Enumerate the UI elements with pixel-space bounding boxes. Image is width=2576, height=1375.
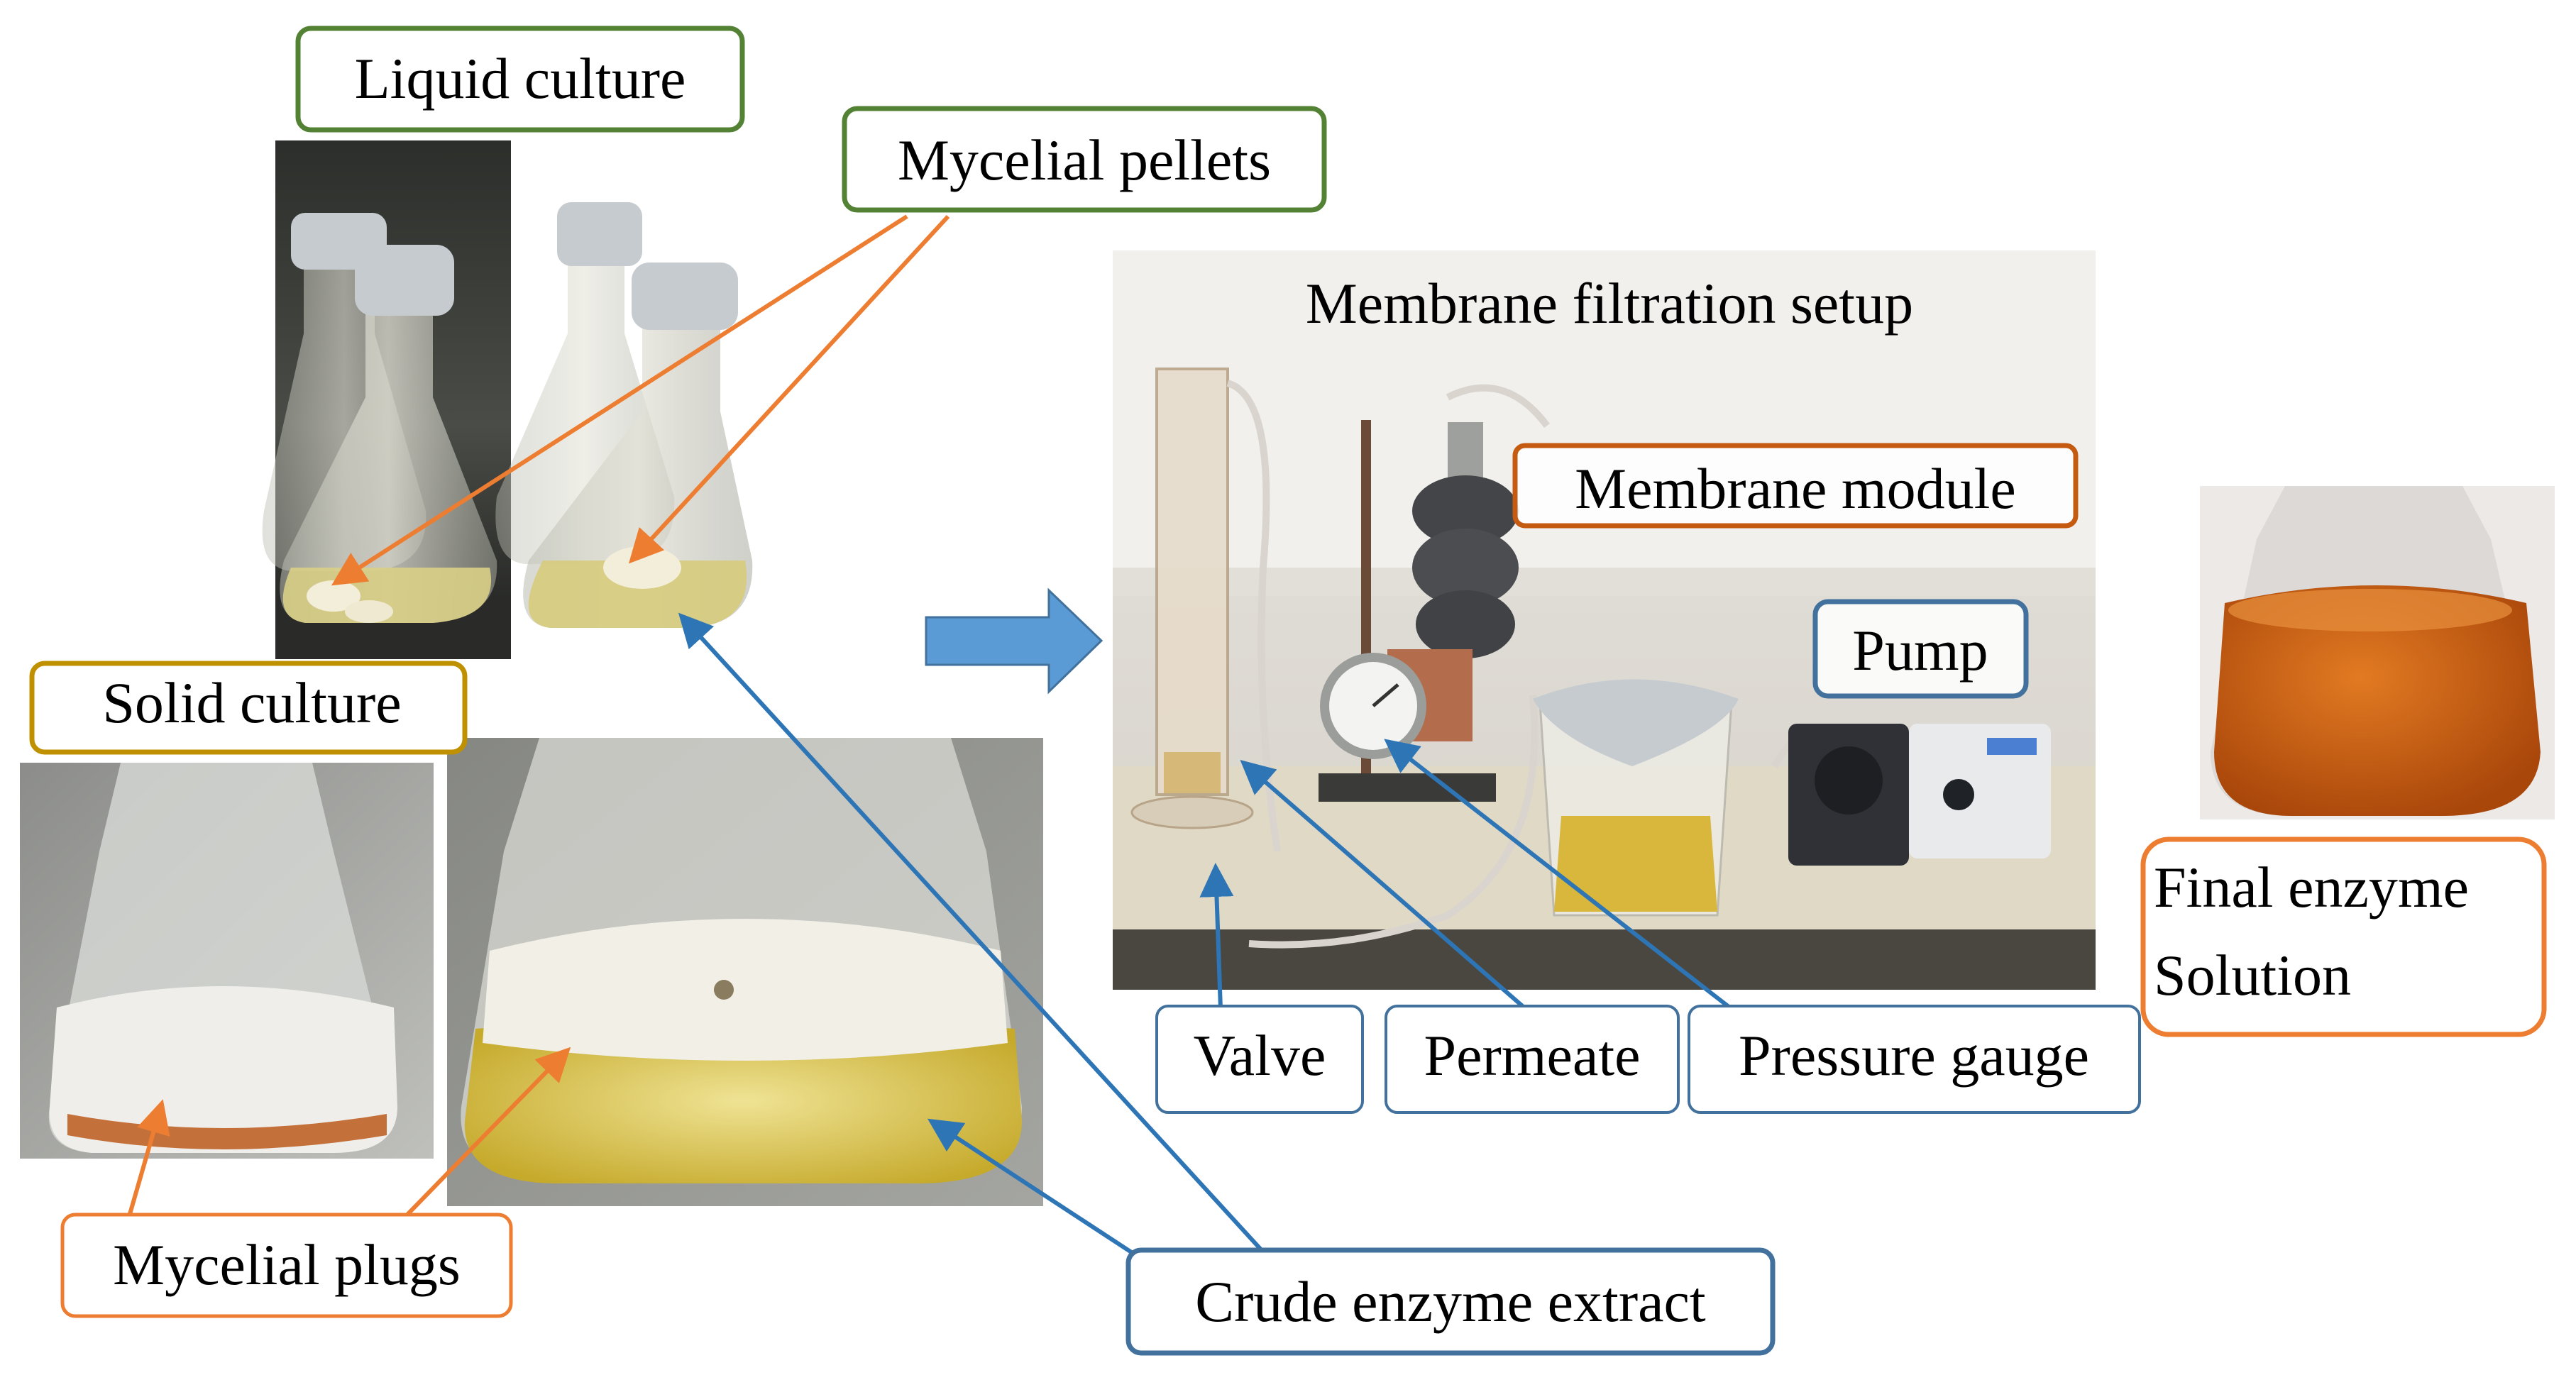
liquid-culture-text: Liquid culture: [355, 46, 686, 111]
final-enzyme-line2-text: Solution: [2154, 943, 2351, 1007]
arrow-pressure-gauge: [1384, 739, 1733, 1011]
label-liquid-culture: Liquid culture: [295, 26, 745, 133]
permeate-text: Permeate: [1424, 1023, 1640, 1088]
membrane-filtration-setup-text: Membrane filtration setup: [1306, 271, 1913, 336]
right-arrow-icon: [925, 587, 1103, 695]
label-pump: Pump: [1812, 599, 2029, 699]
final-enzyme-line1-text: Final enzyme: [2154, 855, 2469, 920]
arrow-valve: [1199, 863, 1234, 1010]
arrow-plugs-to-left-flask: [126, 1099, 170, 1220]
valve-text: Valve: [1194, 1023, 1326, 1088]
label-final-enzyme-solution: Final enzyme Solution: [2140, 836, 2547, 1037]
membrane-module-text: Membrane module: [1575, 456, 2016, 521]
arrow-pellets-to-right-flask: [628, 214, 950, 564]
crude-enzyme-extract-text: Crude enzyme extract: [1195, 1269, 1706, 1334]
label-solid-culture: Solid culture: [29, 661, 468, 755]
membrane-filtration-setup-photo: [1113, 250, 2096, 990]
solid-culture-text: Solid culture: [102, 670, 401, 735]
arrow-crude-to-liquid-flask: [678, 612, 1269, 1258]
label-valve: Valve: [1155, 1005, 1364, 1114]
label-membrane-module: Membrane module: [1512, 443, 2079, 529]
label-crude-enzyme-extract: Crude enzyme extract: [1125, 1247, 1776, 1356]
label-mycelial-pellets: Mycelial pellets: [842, 106, 1327, 213]
solid-culture-photo-right: [447, 738, 1043, 1206]
final-enzyme-photo: [2200, 486, 2555, 819]
pump-text: Pump: [1852, 618, 1988, 683]
arrow-pellets-to-left-flask: [331, 214, 908, 586]
mycelial-plugs-text: Mycelial plugs: [113, 1232, 461, 1297]
arrow-plugs-to-right-flask: [401, 1047, 571, 1221]
mycelial-pellets-text: Mycelial pellets: [898, 128, 1271, 192]
label-pressure-gauge: Pressure gauge: [1688, 1005, 2141, 1114]
connector-arrows: [126, 214, 1733, 1258]
pressure-gauge-text: Pressure gauge: [1739, 1023, 2089, 1088]
solid-culture-photo-left: [20, 763, 434, 1159]
arrow-crude-to-solid-flask: [927, 1118, 1138, 1258]
label-permeate: Permeate: [1385, 1005, 1680, 1114]
arrow-permeate: [1240, 760, 1527, 1011]
label-mycelial-plugs: Mycelial plugs: [60, 1213, 513, 1318]
